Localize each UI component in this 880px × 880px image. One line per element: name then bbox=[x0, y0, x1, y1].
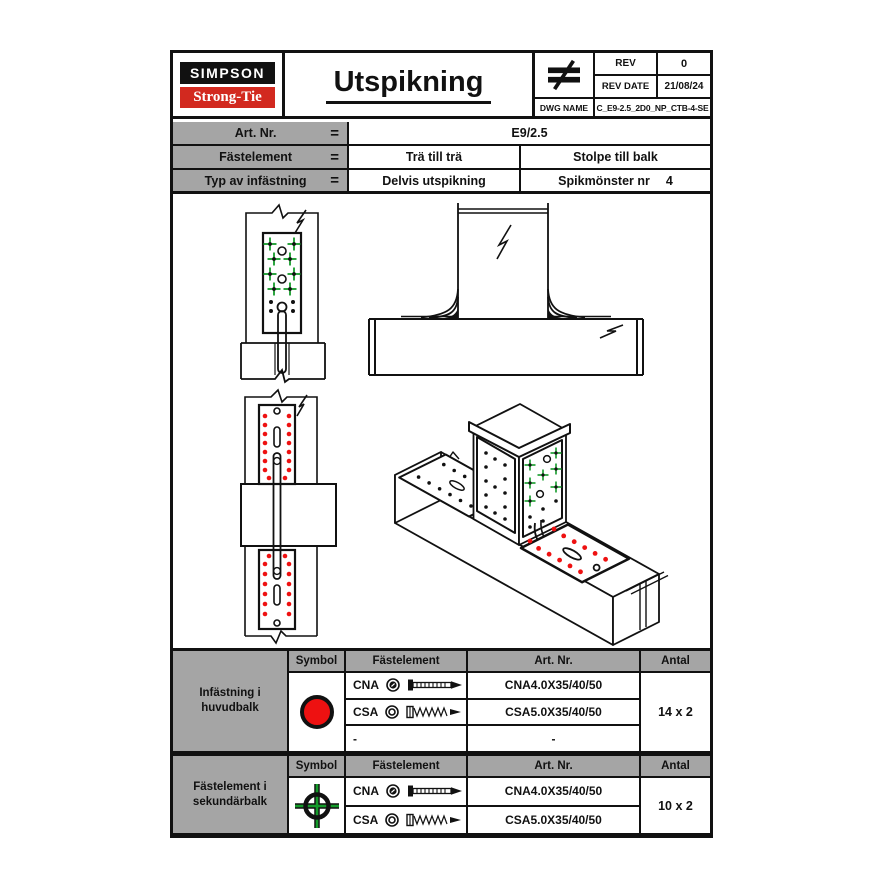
drawing-area bbox=[173, 201, 710, 648]
table1-art-dash: - bbox=[468, 726, 641, 753]
nail-side-icon bbox=[408, 679, 462, 691]
rev-label: REV bbox=[595, 53, 658, 76]
dwg-name-label: DWG NAME bbox=[535, 99, 595, 116]
table1-art-csa: CSA5.0X35/40/50 bbox=[468, 699, 641, 727]
rev-value: 0 bbox=[658, 53, 710, 76]
table1-symbol-cell bbox=[289, 673, 346, 753]
secondary-beam-fastener-table: Fästelement i sekundärbalk Symbol Fästel… bbox=[173, 753, 710, 835]
simpson-logo-text: SIMPSON bbox=[180, 61, 275, 84]
dwg-name-value: C_E9-2.5_2D0_NP_CTB-4-SE bbox=[596, 102, 709, 113]
table1-qty: 14 x 2 bbox=[641, 673, 710, 753]
csa-code: CSA bbox=[353, 704, 379, 719]
fastener-value-left: Trä till trä bbox=[405, 150, 463, 164]
info-row-fastener: Fästelement = Trä till trä Stolpe till b… bbox=[173, 146, 710, 170]
table1-header-symbol: Symbol bbox=[289, 651, 346, 673]
nail-head-icon bbox=[386, 784, 400, 799]
art-nr-label-cell: Art. Nr. = bbox=[173, 122, 349, 144]
table2-row-label: Fästelement i sekundärbalk bbox=[173, 756, 289, 835]
table2-art-csa: CSA5.0X35/40/50 bbox=[468, 806, 641, 835]
rev-date-label: REV DATE bbox=[595, 76, 658, 99]
table2-fastener-cna: CNA bbox=[346, 778, 468, 807]
strongtie-logo-text: Strong-Tie bbox=[180, 86, 275, 108]
table2-header-qty: Antal bbox=[641, 756, 710, 778]
type-label: Typ av infästning bbox=[204, 173, 307, 188]
art-nr-value: E9/2.5 bbox=[511, 126, 548, 140]
table1-header-qty: Antal bbox=[641, 651, 710, 673]
isometric-view bbox=[394, 403, 669, 646]
equals-sign: = bbox=[330, 148, 339, 166]
table1-fastener-csa: CSA bbox=[346, 699, 468, 727]
front-view-nail-pattern-drawing bbox=[240, 388, 337, 645]
table1-art-cna: CNA4.0X35/40/50 bbox=[468, 673, 641, 700]
equals-sign: = bbox=[330, 124, 339, 142]
csa-code: CSA bbox=[353, 812, 379, 827]
art-nr-label: Art. Nr. bbox=[234, 126, 277, 140]
info-row-art: Art. Nr. = E9/2.5 bbox=[173, 122, 710, 146]
nail-pattern-number: 4 bbox=[665, 173, 673, 188]
main-beam-fastening-table: Infästning i huvudbalk Symbol Fästelemen… bbox=[173, 648, 710, 753]
info-table: Art. Nr. = E9/2.5 Fästelement = Trä till… bbox=[173, 122, 710, 194]
cna-code: CNA bbox=[353, 784, 379, 799]
table2-fastener-csa: CSA bbox=[346, 806, 468, 835]
title-block: SIMPSON Strong-Tie Utspikning REV 0 REV … bbox=[173, 53, 710, 119]
table2-qty: 10 x 2 bbox=[641, 778, 710, 835]
table1-header-art: Art. Nr. bbox=[468, 651, 641, 673]
table2-header-art: Art. Nr. bbox=[468, 756, 641, 778]
type-label-cell: Typ av infästning = bbox=[173, 170, 349, 191]
screw-side-icon bbox=[406, 705, 462, 719]
page-title: Utspikning bbox=[325, 66, 492, 104]
fastener-label-cell: Fästelement = bbox=[173, 146, 349, 168]
info-row-type: Typ av infästning = Delvis utspikning Sp… bbox=[173, 170, 710, 194]
rev-date-value: 21/08/24 bbox=[658, 76, 710, 99]
nail-head-icon bbox=[386, 678, 400, 693]
screw-head-icon bbox=[385, 812, 400, 827]
screw-head-icon bbox=[385, 705, 400, 719]
table2-header-symbol: Symbol bbox=[289, 756, 346, 778]
fastener-value-right: Stolpe till balk bbox=[519, 146, 710, 168]
nail-pattern-label: Spikmönster nr bbox=[558, 173, 650, 188]
cna-code: CNA bbox=[353, 678, 379, 693]
table1-header-fastener: Fästelement bbox=[346, 651, 468, 673]
screw-side-icon bbox=[406, 813, 462, 826]
drawing-sheet: SIMPSON Strong-Tie Utspikning REV 0 REV … bbox=[170, 50, 713, 838]
nail-side-icon bbox=[408, 785, 462, 797]
t-connection-front-view bbox=[368, 203, 644, 376]
red-circle-symbol-icon bbox=[299, 694, 334, 729]
type-value-left: Delvis utspikning bbox=[382, 173, 486, 188]
table1-fastener-cna: CNA bbox=[346, 673, 468, 700]
fastener-label: Fästelement bbox=[219, 150, 293, 164]
not-equal-mark-icon bbox=[535, 53, 595, 99]
front-view-post-drawing bbox=[240, 203, 326, 384]
simpson-strongtie-logo: SIMPSON Strong-Tie bbox=[173, 53, 285, 116]
table2-header-fastener: Fästelement bbox=[346, 756, 468, 778]
table1-row-label: Infästning i huvudbalk bbox=[173, 651, 289, 753]
title-cell: Utspikning bbox=[285, 53, 532, 116]
not-equal-icon bbox=[548, 59, 580, 91]
type-value-right: Spikmönster nr 4 bbox=[519, 170, 710, 191]
revision-block: REV 0 REV DATE 21/08/24 DWG NAME C_E9-2.… bbox=[532, 53, 710, 116]
table2-symbol-cell bbox=[289, 778, 346, 835]
table2-art-cna: CNA4.0X35/40/50 bbox=[468, 778, 641, 807]
green-crosshair-symbol-icon bbox=[294, 783, 339, 828]
table1-fastener-dash: - bbox=[346, 726, 468, 753]
equals-sign: = bbox=[330, 172, 339, 189]
